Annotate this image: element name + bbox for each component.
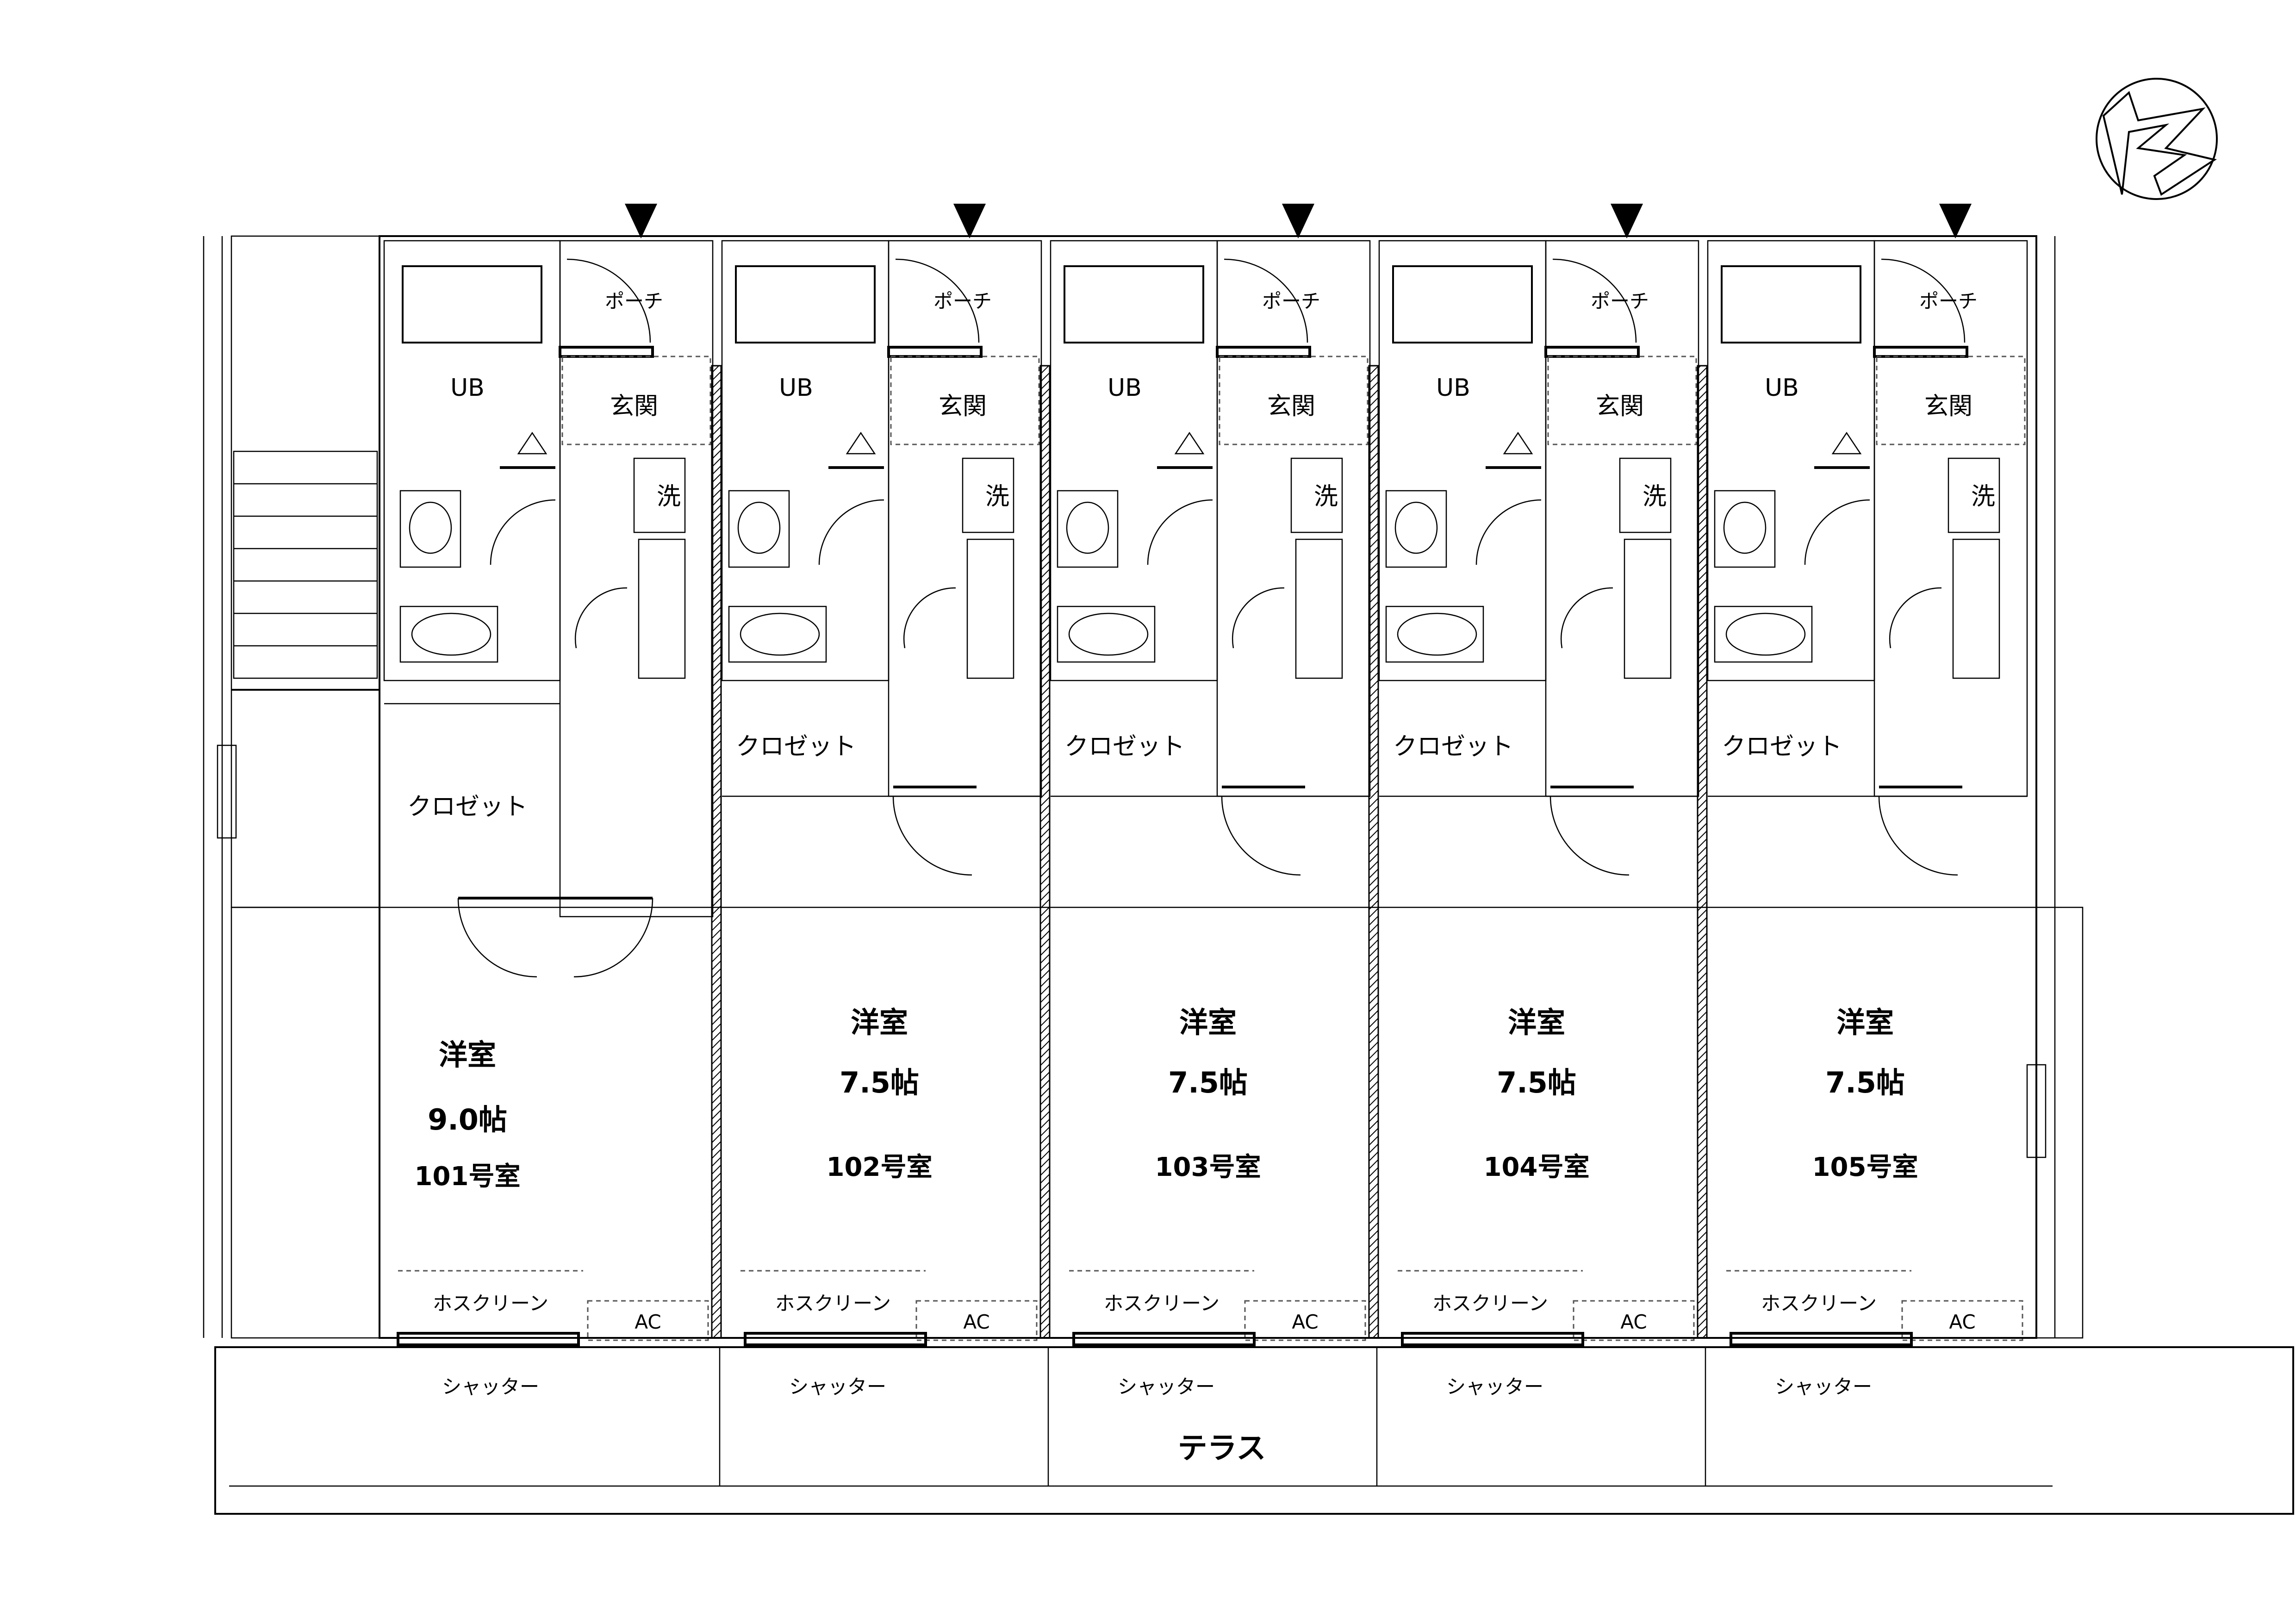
unit-screen-label: ホスクリーン (775, 1292, 891, 1315)
unit-shutter-label: シャッター (1118, 1375, 1215, 1398)
unit-entrance-label: 玄関 (1267, 393, 1315, 420)
unit-laundry-label: 洗 (1314, 483, 1338, 511)
unit-ac-label: AC (635, 1311, 661, 1333)
north-arrow-icon (2096, 78, 2218, 200)
unit-room-name: 洋室 (439, 1038, 496, 1072)
unit-shutter-label: シャッター (1446, 1375, 1543, 1398)
stairs (233, 450, 378, 679)
unit-laundry-label: 洗 (657, 483, 681, 511)
unit-room-size: 7.5帖 (1168, 1066, 1248, 1099)
unit-room-name: 洋室 (1836, 1006, 1894, 1039)
unit-shutter-label: シャッター (1775, 1375, 1872, 1398)
unit-room-size: 7.5帖 (1497, 1066, 1576, 1099)
unit-closet-label: クロゼット (1393, 733, 1513, 761)
unit-103: UB ポーチ 玄関 洗 クロゼット 洋室 7.5帖 103号室 ホスクリーン A… (1050, 240, 1371, 1398)
unit-ac-label: AC (1620, 1311, 1647, 1333)
unit-bath-label: UB (1108, 374, 1142, 402)
unit-room-size: 7.5帖 (1825, 1066, 1905, 1099)
unit-room-size: 9.0帖 (428, 1103, 507, 1137)
unit-bath-label: UB (1436, 374, 1470, 402)
unit-room-number: 101号室 (415, 1162, 521, 1192)
building-outline (203, 235, 2084, 1339)
unit-laundry-label: 洗 (1971, 483, 1995, 511)
unit-screen-label: ホスクリーン (433, 1292, 548, 1315)
unit-closet-label: クロゼット (736, 733, 856, 761)
unit-screen-label: ホスクリーン (1761, 1292, 1877, 1315)
terrace: テラス (214, 1346, 2294, 1515)
unit-closet-label: クロゼット (1064, 733, 1185, 761)
unit-laundry-label: 洗 (985, 483, 1009, 511)
unit-entrance-label: 玄関 (610, 393, 658, 420)
unit-room-name: 洋室 (851, 1006, 908, 1039)
unit-laundry-label: 洗 (1643, 483, 1667, 511)
unit-screen-label: ホスクリーン (1432, 1292, 1548, 1315)
unit-bath-label: UB (779, 374, 813, 402)
unit-entrance-label: 玄関 (1596, 393, 1644, 420)
unit-room-size: 7.5帖 (840, 1066, 919, 1099)
unit-closet-label: クロゼット (1722, 733, 1842, 761)
entrance-markers (625, 204, 1972, 238)
unit-105: UB ポーチ 玄関 洗 クロゼット 洋室 7.5帖 105号室 ホスクリーン A… (1707, 240, 2028, 1398)
unit-room-name: 洋室 (1179, 1006, 1237, 1039)
unit-ac-label: AC (1292, 1311, 1318, 1333)
unit-shutter-label: シャッター (789, 1375, 886, 1398)
unit-closet-label: クロゼット (407, 793, 528, 821)
unit-room-name: 洋室 (1508, 1006, 1565, 1039)
unit-102: UB ポーチ 玄関 洗 クロゼット 洋室 7.5帖 102号室 ホスクリーン A… (721, 240, 1042, 1398)
unit-room-number: 102号室 (827, 1152, 933, 1182)
terrace-label: テラス (1178, 1431, 1266, 1466)
unit-104: UB ポーチ 玄関 洗 クロゼット 洋室 7.5帖 104号室 ホスクリーン A… (1378, 240, 1699, 1398)
unit-bath-label: UB (1765, 374, 1799, 402)
party-walls (711, 365, 1708, 1339)
unit-entrance-label: 玄関 (1924, 393, 1972, 420)
unit-ac-label: AC (963, 1311, 989, 1333)
unit-screen-label: ホスクリーン (1104, 1292, 1220, 1315)
unit-101: UB ポーチ 玄関 洗 クロゼット 洋室 9.0帖 101号室 ホスクリーン A… (383, 240, 714, 1398)
unit-room-number: 104号室 (1484, 1152, 1590, 1182)
unit-room-number: 105号室 (1812, 1152, 1918, 1182)
unit-entrance-label: 玄関 (939, 393, 987, 420)
unit-bath-label: UB (450, 374, 485, 402)
unit-ac-label: AC (1949, 1311, 1975, 1333)
unit-room-number: 103号室 (1155, 1152, 1261, 1182)
unit-shutter-label: シャッター (442, 1375, 539, 1398)
